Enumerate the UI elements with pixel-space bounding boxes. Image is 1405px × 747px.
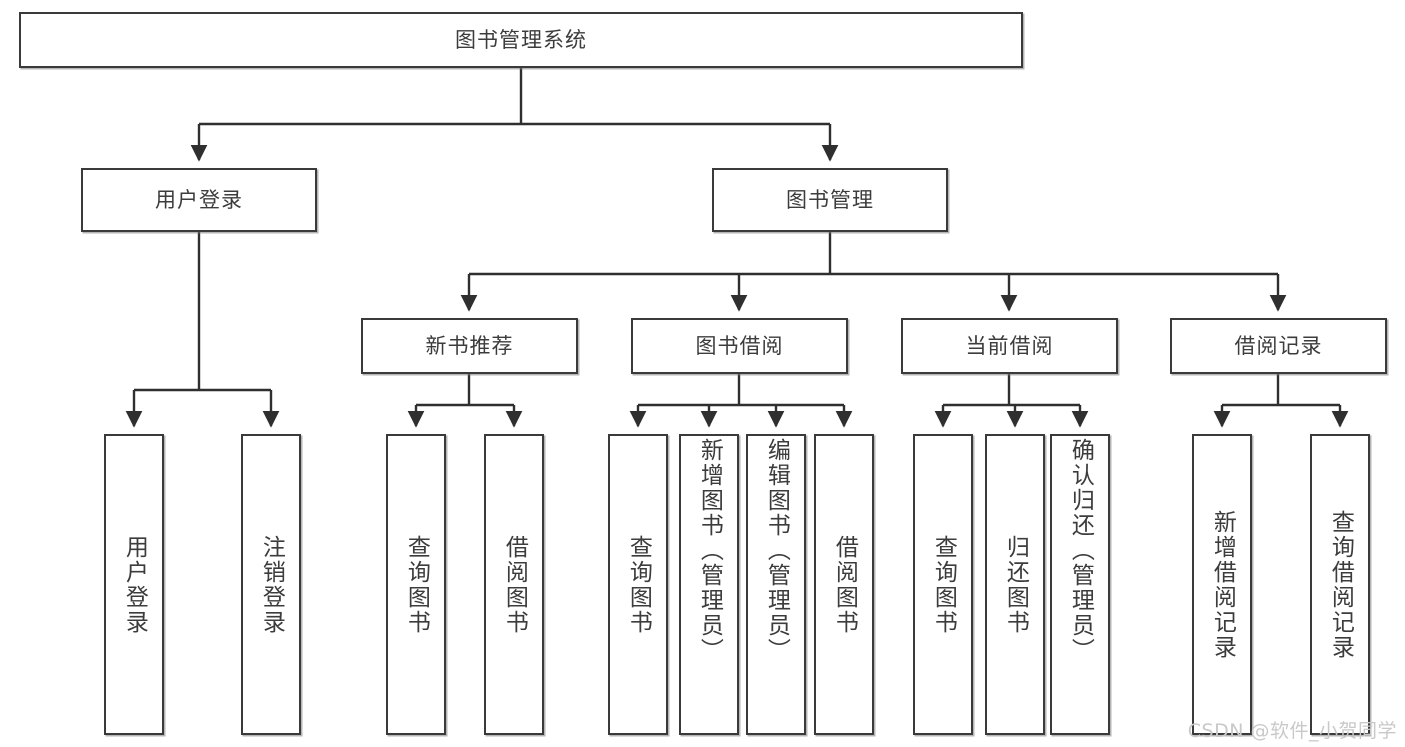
node-user-login-label: 用户登录 xyxy=(155,187,243,212)
node-leaf-query-book-cur-label: 查询图书 xyxy=(930,534,957,635)
node-book-borrow[interactable]: 图书借阅 xyxy=(631,318,848,374)
node-leaf-add-book-admin-label: 新增图书（管理员） xyxy=(696,438,723,663)
node-leaf-query-book-borrow-label: 查询图书 xyxy=(625,534,652,635)
node-leaf-confirm-return-admin[interactable]: 确认归还（管理员） xyxy=(1050,434,1110,735)
node-book-management-label: 图书管理 xyxy=(786,187,874,212)
node-root-system[interactable]: 图书管理系统 xyxy=(19,12,1023,68)
node-leaf-confirm-return-admin-label: 确认归还（管理员） xyxy=(1067,438,1094,663)
csdn-watermark: CSDN @软件_小贺同学 xyxy=(1187,720,1397,742)
node-leaf-query-book-rec[interactable]: 查询图书 xyxy=(386,434,446,735)
node-leaf-add-borrow-record-label: 新增借阅记录 xyxy=(1209,509,1236,660)
node-book-management[interactable]: 图书管理 xyxy=(712,168,948,232)
node-leaf-return-book[interactable]: 归还图书 xyxy=(985,434,1045,735)
node-leaf-borrow-book-label: 借阅图书 xyxy=(831,534,858,635)
node-leaf-user-logout[interactable]: 注销登录 xyxy=(241,434,301,735)
node-leaf-borrow-book[interactable]: 借阅图书 xyxy=(814,434,874,735)
node-leaf-user-logout-label: 注销登录 xyxy=(258,534,285,635)
node-leaf-edit-book-admin-label: 编辑图书（管理员） xyxy=(763,438,790,663)
node-leaf-query-book-cur[interactable]: 查询图书 xyxy=(913,434,973,735)
node-leaf-add-borrow-record[interactable]: 新增借阅记录 xyxy=(1192,434,1252,735)
node-leaf-edit-book-admin[interactable]: 编辑图书（管理员） xyxy=(746,434,806,735)
node-leaf-query-borrow-record-label: 查询借阅记录 xyxy=(1327,509,1354,660)
node-leaf-query-borrow-record[interactable]: 查询借阅记录 xyxy=(1310,434,1370,735)
node-current-borrow[interactable]: 当前借阅 xyxy=(901,318,1118,374)
node-leaf-return-book-label: 归还图书 xyxy=(1002,534,1029,635)
node-user-login[interactable]: 用户登录 xyxy=(81,168,317,232)
node-current-borrow-label: 当前借阅 xyxy=(965,333,1054,358)
node-book-borrow-label: 图书借阅 xyxy=(695,333,784,358)
node-leaf-borrow-book-rec[interactable]: 借阅图书 xyxy=(484,434,544,735)
node-new-book-recommend[interactable]: 新书推荐 xyxy=(361,318,578,374)
node-leaf-query-book-borrow[interactable]: 查询图书 xyxy=(608,434,668,735)
node-leaf-user-login-label: 用户登录 xyxy=(121,534,148,635)
node-leaf-query-book-rec-label: 查询图书 xyxy=(403,534,430,635)
node-leaf-user-login[interactable]: 用户登录 xyxy=(104,434,164,735)
node-root-system-label: 图书管理系统 xyxy=(455,27,587,52)
node-borrow-record-label: 借阅记录 xyxy=(1234,333,1323,358)
node-new-book-recommend-label: 新书推荐 xyxy=(425,333,514,358)
node-borrow-record[interactable]: 借阅记录 xyxy=(1170,318,1387,374)
node-leaf-borrow-book-rec-label: 借阅图书 xyxy=(501,534,528,635)
node-leaf-add-book-admin[interactable]: 新增图书（管理员） xyxy=(679,434,739,735)
